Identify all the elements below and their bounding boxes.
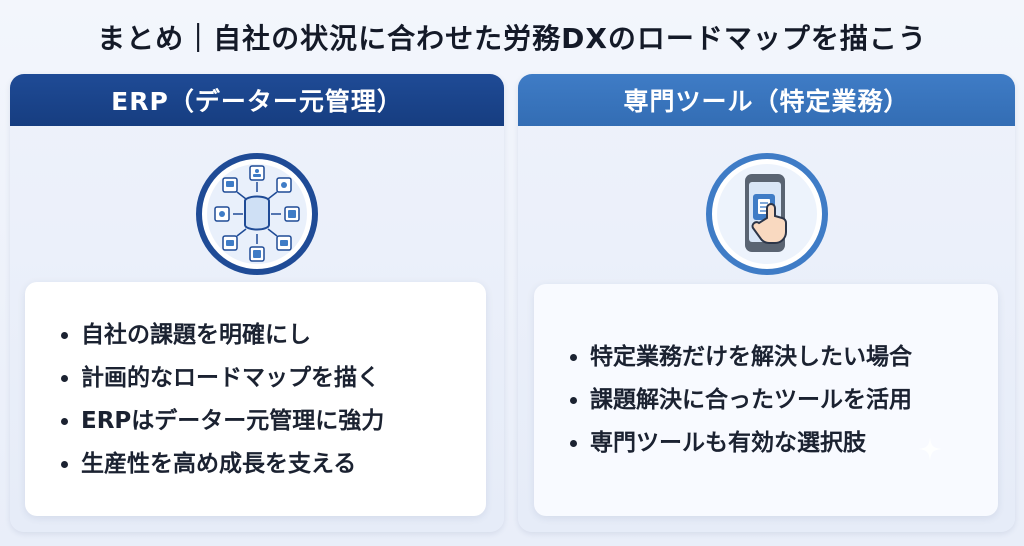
tool-panel-header: 専門ツール（特定業務） — [518, 74, 1015, 126]
tool-bullet-list: 特定業務だけを解決したい場合 課題解決に合ったツールを活用 専門ツールも有効な選… — [570, 284, 912, 516]
list-item: 専門ツールも有効な選択肢 — [570, 426, 912, 460]
specialized-tool-panel: 専門ツール（特定業務） 特定業務だけを解決したい場合 課題解決に合ったツールを活… — [518, 74, 1015, 532]
erp-summary-card: 自社の課題を明確にし 計画的なロードマップを描く ERPはデーター元管理に強力 … — [25, 282, 486, 516]
central-database-icon — [196, 153, 318, 275]
list-item: ERPはデーター元管理に強力 — [61, 404, 384, 438]
list-item: 生産性を高め成長を支える — [61, 447, 384, 481]
list-item: 計画的なロードマップを描く — [61, 361, 384, 395]
tool-summary-card: 特定業務だけを解決したい場合 課題解決に合ったツールを活用 専門ツールも有効な選… — [534, 284, 998, 516]
erp-panel-header: ERP（データー元管理） — [10, 74, 504, 126]
sparkle-icon — [918, 437, 942, 461]
list-item: 特定業務だけを解決したい場合 — [570, 340, 912, 374]
erp-bullet-list: 自社の課題を明確にし 計画的なロードマップを描く ERPはデーター元管理に強力 … — [61, 282, 384, 516]
erp-panel: ERP（データー元管理） — [10, 74, 504, 532]
list-item: 自社の課題を明確にし — [61, 318, 384, 352]
list-item: 課題解決に合ったツールを活用 — [570, 383, 912, 417]
smartphone-tap-icon — [705, 153, 828, 275]
page-title: まとめ｜自社の状況に合わせた労務DXのロードマップを描こう — [97, 22, 927, 55]
